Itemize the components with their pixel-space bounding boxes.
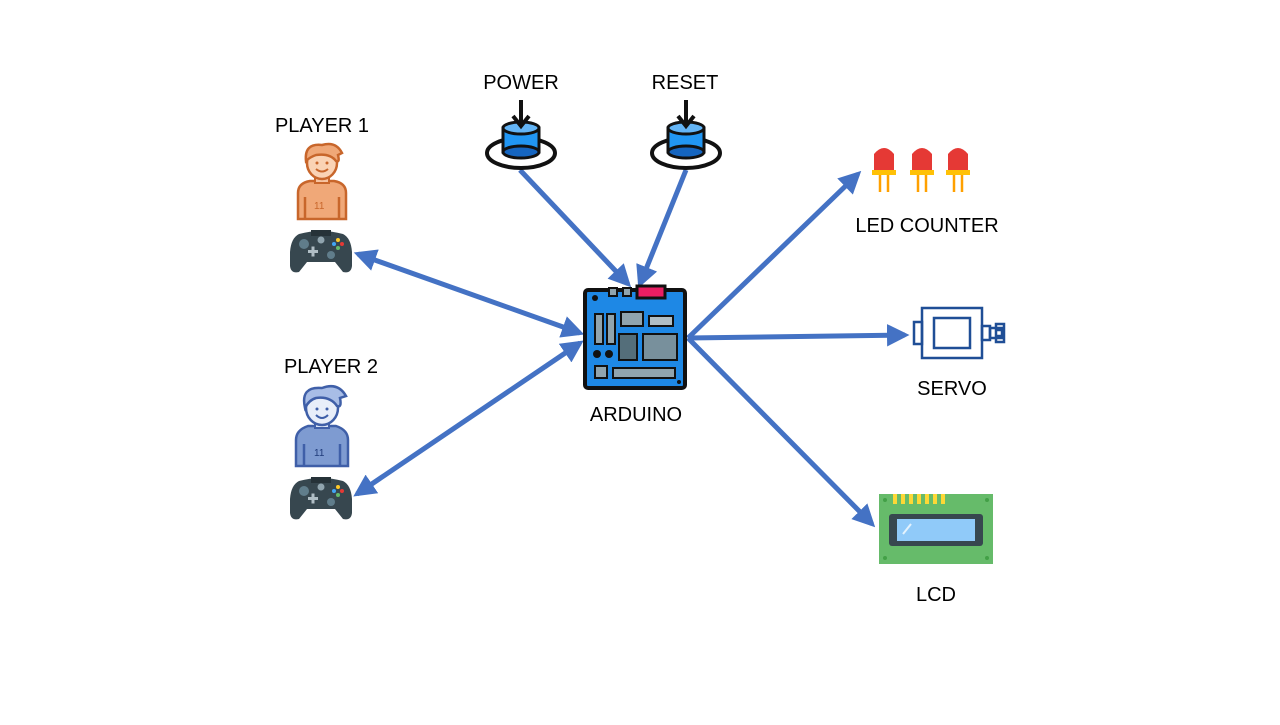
led-icon <box>872 148 896 192</box>
lcd-display-icon <box>879 494 993 564</box>
gamepad-icon <box>290 477 352 520</box>
connections <box>353 168 910 528</box>
player1-label: PLAYER 1 <box>274 115 370 137</box>
arrow-reset-to-arduino <box>636 169 689 289</box>
servo-label: SERVO <box>917 378 987 400</box>
power-label: POWER <box>483 72 559 94</box>
servo-motor-icon <box>912 306 1006 360</box>
reset-label: RESET <box>651 72 719 94</box>
svg-text:11: 11 <box>314 448 325 459</box>
lcd-label: LCD <box>915 584 957 606</box>
person-icon: 11 <box>296 142 348 221</box>
arrow-power-to-arduino <box>518 168 632 288</box>
arrow-player2-arduino <box>353 340 584 497</box>
push-button-icon <box>485 100 557 170</box>
led-icon <box>910 148 934 192</box>
person-icon: 11 <box>294 385 350 468</box>
player2-label: PLAYER 2 <box>283 356 379 378</box>
led-counter-label: LED COUNTER <box>855 215 999 237</box>
arrow-arduino-to-lcd <box>686 336 876 528</box>
arrow-arduino-to-led <box>686 170 862 340</box>
svg-text:11: 11 <box>314 201 325 212</box>
microcontroller-board-icon <box>583 284 687 390</box>
arrow-player1-arduino <box>353 249 585 338</box>
arduino-label: ARDUINO <box>589 404 683 426</box>
led-icon <box>946 148 970 192</box>
push-button-icon <box>650 100 722 170</box>
gamepad-icon <box>290 230 352 273</box>
arrow-arduino-to-servo <box>687 323 910 347</box>
